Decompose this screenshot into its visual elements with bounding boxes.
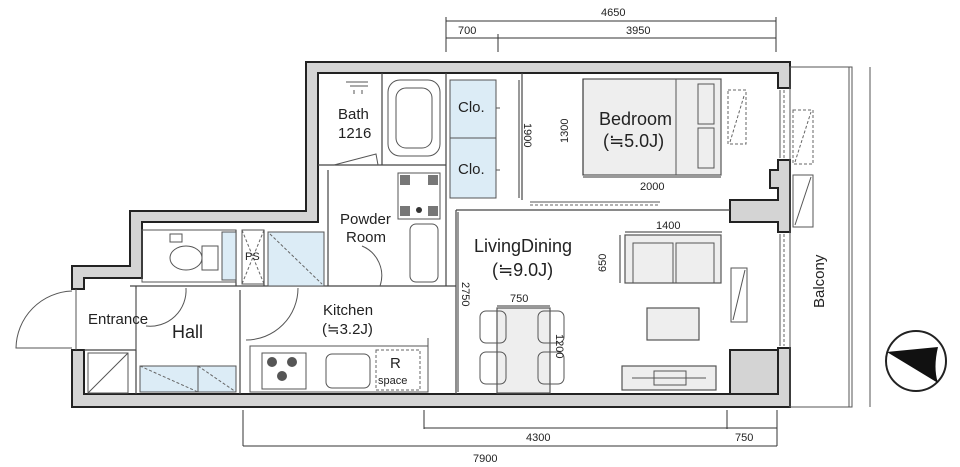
living-label: LivingDining [474,236,572,256]
kitchen-label: Kitchen [323,302,373,319]
fridge-label-2: space [378,375,407,387]
closet-top-label: Clo. [458,99,485,116]
bath-size: 1216 [338,125,371,142]
bathtub-icon [387,79,441,157]
dim-bottom-total: 7900 [473,453,497,465]
bedroom-label: Bedroom [599,109,672,129]
powder-door-icon[interactable] [361,245,383,287]
pipe-space [241,229,265,285]
dim-top-right: 3950 [626,25,650,37]
bedroom-area: (≒5.0J) [603,131,664,151]
shoe-box-icon [87,352,129,394]
washbasin-icon [397,172,441,220]
balcony-label: Balcony [811,254,828,308]
bath-label: Bath [338,106,369,123]
kitchen: Kitchen (≒3.2J) R space [245,287,429,393]
sink-icon [325,353,371,389]
toilet-door-icon[interactable] [145,287,187,327]
ac-unit-icon [792,174,814,228]
kitchen-area: (≒3.2J) [322,321,373,338]
dim-sofa-depth: 650 [597,254,609,272]
fridge-label-1: R [390,355,401,372]
chair-icon [537,351,565,385]
toilet-icon [169,245,203,271]
dim-bottom-mid: 4300 [526,432,550,444]
dim-living-depth: 2750 [459,282,471,306]
balcony: Balcony [789,66,871,408]
window-icon [727,89,747,145]
closet-bottom-label: Clo. [458,161,485,178]
dim-bottom-right: 750 [735,432,753,444]
north-arrow-icon [885,330,947,392]
wall-right-mid [729,159,791,233]
powder-room: Powder Room [340,172,441,287]
shower-icon [346,81,368,94]
living-area: (≒9.0J) [492,260,553,280]
kitchen-door-icon[interactable] [245,287,299,341]
dim-top-left: 700 [458,25,476,37]
fridge-space [375,349,421,391]
dim-sofa-width: 1400 [656,220,680,232]
bath-area: Bath 1216 [333,79,441,166]
closet-top[interactable] [449,79,497,139]
ps-label: PS [245,251,260,263]
powder-label-1: Powder [340,211,391,228]
entrance-hall: Entrance Hall [15,287,237,394]
stove-icon [261,352,307,390]
hall-label: Hall [172,322,203,342]
bottom-dimensions: 4300 750 7900 [242,410,778,465]
entrance-label: Entrance [88,311,148,328]
toilet-area: PS [141,229,325,287]
chair-icon [537,310,565,344]
dim-table-length: 1200 [553,334,565,358]
dim-table-width: 750 [510,293,528,305]
powder-label-2: Room [346,229,386,246]
bedroom: Bedroom (≒5.0J) 1300 2000 [559,78,747,193]
chair-icon [479,310,507,344]
closets: Clo. Clo. 1900 [449,79,533,199]
bath-door-icon[interactable] [333,153,379,166]
tv-stand-icon [730,267,748,323]
top-dimensions: 4650 700 3950 [445,7,777,52]
living-dining: LivingDining (≒9.0J) 2750 1400 650 750 1… [457,212,748,394]
wall-column [729,349,779,395]
chair-icon [479,351,507,385]
washing-machine-icon [409,223,439,283]
dining-table-icon [496,307,551,394]
dim-bed-height: 1300 [559,119,571,143]
ac-unit-icon [792,109,814,165]
dim-bed-width: 2000 [640,181,664,193]
dim-top-total: 4650 [601,7,625,19]
coffee-table-icon [646,307,700,341]
closet-bottom[interactable] [449,137,497,199]
dim-closet-height: 1900 [521,123,533,147]
entrance-door-icon[interactable] [15,290,73,349]
